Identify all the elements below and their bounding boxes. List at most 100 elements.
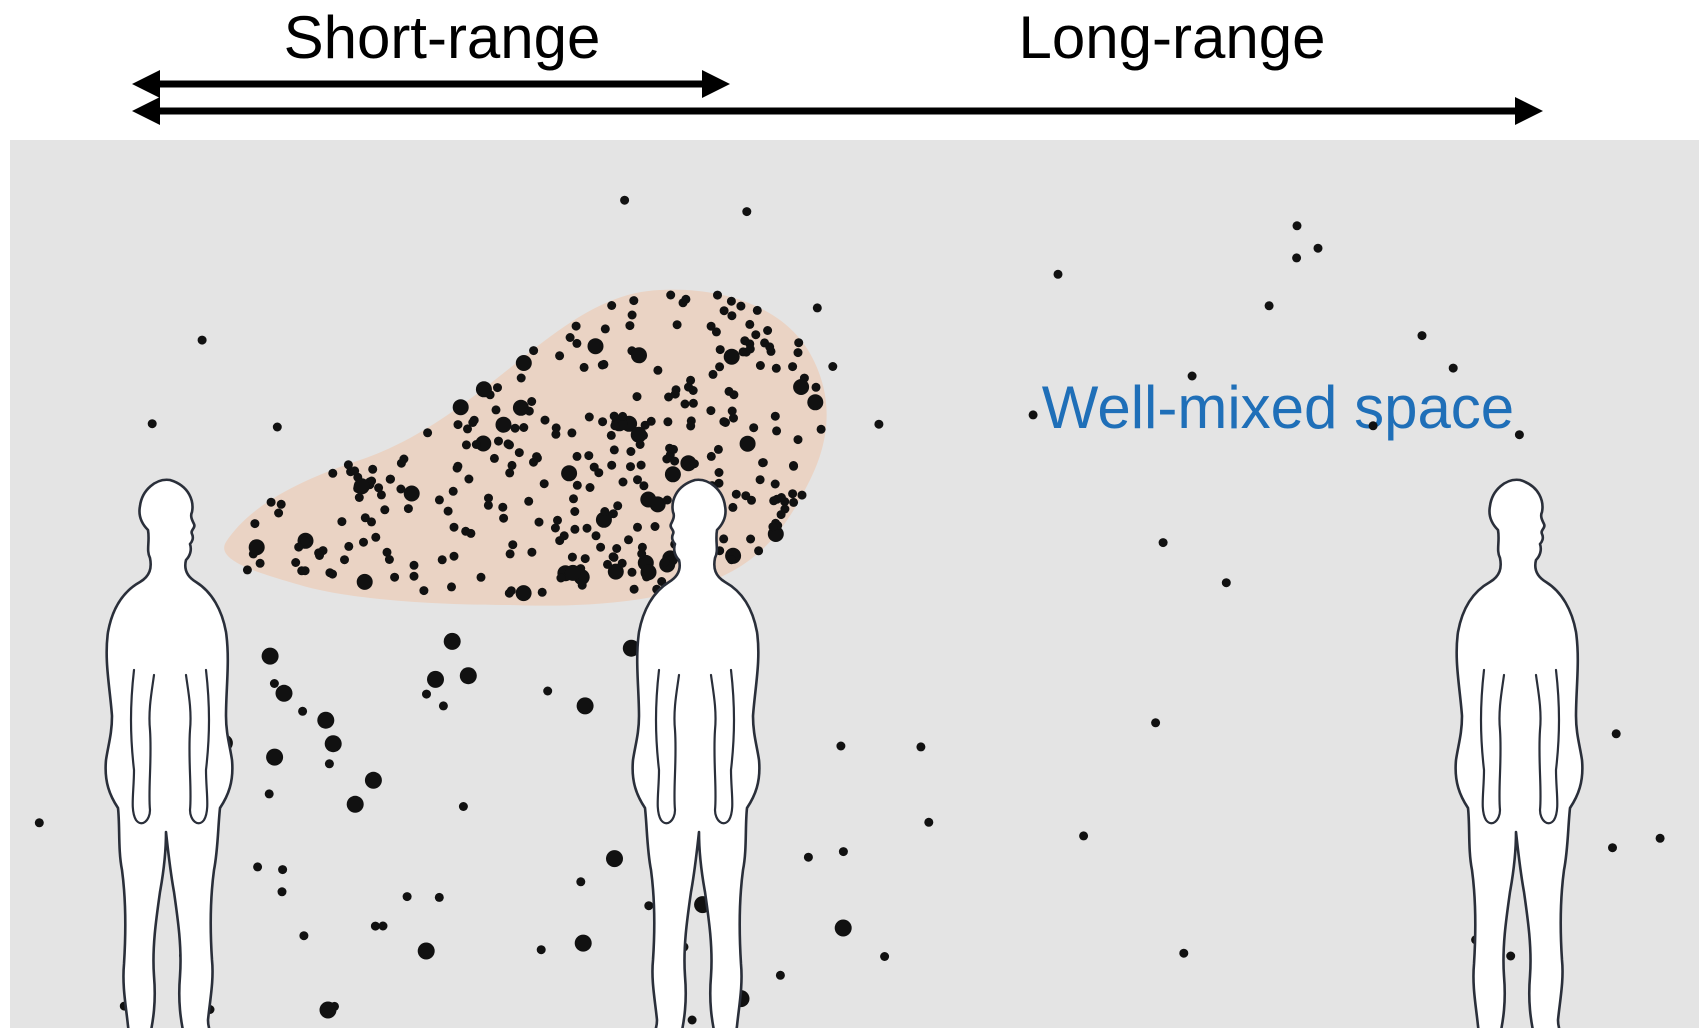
particle xyxy=(719,534,729,544)
particle xyxy=(1368,421,1378,431)
particle xyxy=(354,493,364,502)
particle xyxy=(471,440,481,449)
particle xyxy=(715,345,725,355)
particle xyxy=(633,475,642,485)
particle xyxy=(448,486,458,496)
particle xyxy=(382,547,392,557)
particle xyxy=(505,468,515,478)
particle xyxy=(315,551,324,560)
particle xyxy=(686,375,696,385)
particle xyxy=(727,406,737,416)
particle xyxy=(672,320,682,330)
particle xyxy=(317,711,335,729)
particle xyxy=(403,504,413,514)
particle xyxy=(688,398,698,408)
particle xyxy=(396,484,406,494)
particle xyxy=(644,901,654,911)
long-range-arrow-icon xyxy=(132,97,1543,125)
short-range-arrow-icon xyxy=(132,70,730,98)
particle xyxy=(532,452,542,462)
particle xyxy=(453,461,463,471)
particle xyxy=(706,451,716,461)
particle xyxy=(551,429,561,439)
particle xyxy=(776,493,786,502)
particle xyxy=(494,436,503,446)
particle xyxy=(1514,430,1524,440)
particle xyxy=(727,311,737,321)
particle xyxy=(793,348,803,358)
particle xyxy=(453,420,463,430)
particle xyxy=(515,585,532,602)
particle xyxy=(789,497,799,507)
particle xyxy=(788,362,798,372)
particle xyxy=(464,474,474,484)
particle xyxy=(328,468,338,478)
particle xyxy=(650,522,660,531)
particle xyxy=(755,475,765,485)
particle xyxy=(746,534,756,544)
particle xyxy=(671,385,681,395)
particle xyxy=(343,460,353,470)
particle xyxy=(924,817,934,827)
particle xyxy=(269,679,279,688)
particle xyxy=(570,507,580,516)
particle xyxy=(274,508,284,518)
particle xyxy=(745,319,755,329)
particle xyxy=(1079,831,1089,841)
particle xyxy=(760,338,770,348)
particle xyxy=(409,571,419,581)
particle xyxy=(276,499,286,509)
particle xyxy=(812,303,822,313)
particle xyxy=(594,468,604,478)
particle xyxy=(576,877,586,887)
particle xyxy=(567,552,577,562)
particle xyxy=(409,560,419,570)
particle xyxy=(745,344,755,354)
particle xyxy=(291,558,301,567)
particle xyxy=(838,847,848,857)
particle xyxy=(657,577,667,586)
particle xyxy=(713,444,723,454)
particle xyxy=(681,294,691,304)
particle xyxy=(353,478,370,495)
particle xyxy=(629,584,639,594)
particle xyxy=(599,359,609,369)
particle xyxy=(763,326,773,335)
particle xyxy=(402,892,412,902)
particle xyxy=(266,748,284,766)
particle xyxy=(34,818,44,828)
particle xyxy=(438,701,448,711)
particle xyxy=(519,423,529,432)
particle xyxy=(491,405,501,415)
particle xyxy=(572,451,582,461)
particle xyxy=(610,421,620,431)
particle xyxy=(711,327,721,337)
particle xyxy=(507,460,517,470)
particle xyxy=(346,795,364,813)
particle xyxy=(277,887,287,897)
particle xyxy=(686,421,696,431)
particle xyxy=(729,413,738,423)
particle xyxy=(1448,363,1458,373)
particle xyxy=(1611,729,1621,739)
particle xyxy=(505,549,515,559)
particle xyxy=(572,338,582,348)
particle xyxy=(626,447,636,456)
particle xyxy=(565,333,575,342)
particle xyxy=(1179,948,1189,958)
particle xyxy=(483,500,493,510)
particle xyxy=(627,310,637,320)
particle xyxy=(550,523,560,533)
particle xyxy=(714,478,724,488)
particle xyxy=(1655,833,1665,843)
particle xyxy=(567,428,577,438)
particle xyxy=(687,1015,697,1025)
particle xyxy=(600,507,610,516)
particle xyxy=(344,541,354,551)
particle xyxy=(468,418,478,427)
particle xyxy=(742,207,752,217)
particle xyxy=(880,952,890,961)
particle xyxy=(740,336,750,346)
particle xyxy=(807,394,824,411)
particle xyxy=(755,361,765,370)
